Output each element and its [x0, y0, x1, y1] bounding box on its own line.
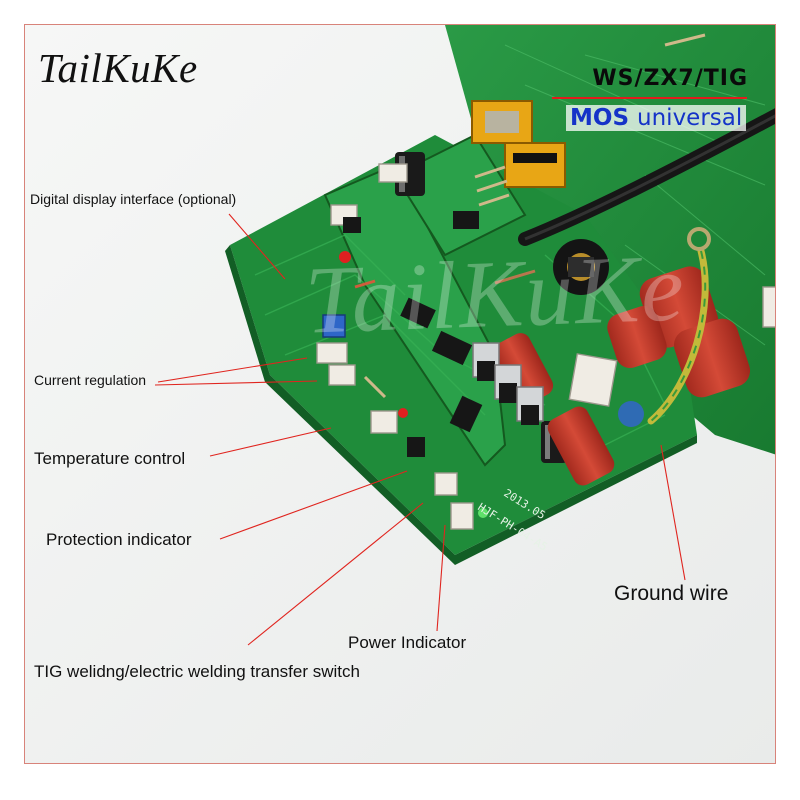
- label-current-regulation: Current regulation: [34, 372, 147, 388]
- circuit-board-photo: HJF-PH-04-A5 2013.05: [25, 25, 775, 763]
- ic-chips: [343, 211, 483, 457]
- power-led: [478, 508, 488, 518]
- mos-universal-badge: MOS universal: [566, 105, 747, 131]
- potentiometer: [322, 314, 346, 338]
- ceramic-capacitor: [618, 401, 644, 427]
- label-digital-display: Digital display interface (optional): [30, 191, 237, 207]
- protection-led: [398, 408, 408, 418]
- mos-prefix: MOS: [570, 105, 630, 131]
- connector-headers: [316, 163, 775, 530]
- label-power-indicator: Power Indicator: [348, 633, 467, 652]
- label-tig-switch: TIG welidng/electric welding transfer sw…: [34, 662, 360, 681]
- leader-lines: [154, 213, 686, 646]
- ring-terminal: [687, 227, 711, 251]
- label-ground-wire: Ground wire: [614, 582, 729, 605]
- label-temperature-control: Temperature control: [34, 449, 186, 468]
- mos-word: universal: [637, 105, 743, 131]
- label-protection-indicator: Protection indicator: [46, 530, 192, 549]
- mosfets: [472, 342, 544, 425]
- brand-logo: TailKuKe: [38, 45, 198, 91]
- model-title: WS/ZX7/TIG: [592, 66, 748, 91]
- model-underline: [552, 97, 747, 99]
- watermark: TailKuKe: [303, 233, 688, 354]
- resistors: [354, 33, 706, 399]
- photo-frame: HJF-PH-04-A5 2013.05: [24, 24, 776, 764]
